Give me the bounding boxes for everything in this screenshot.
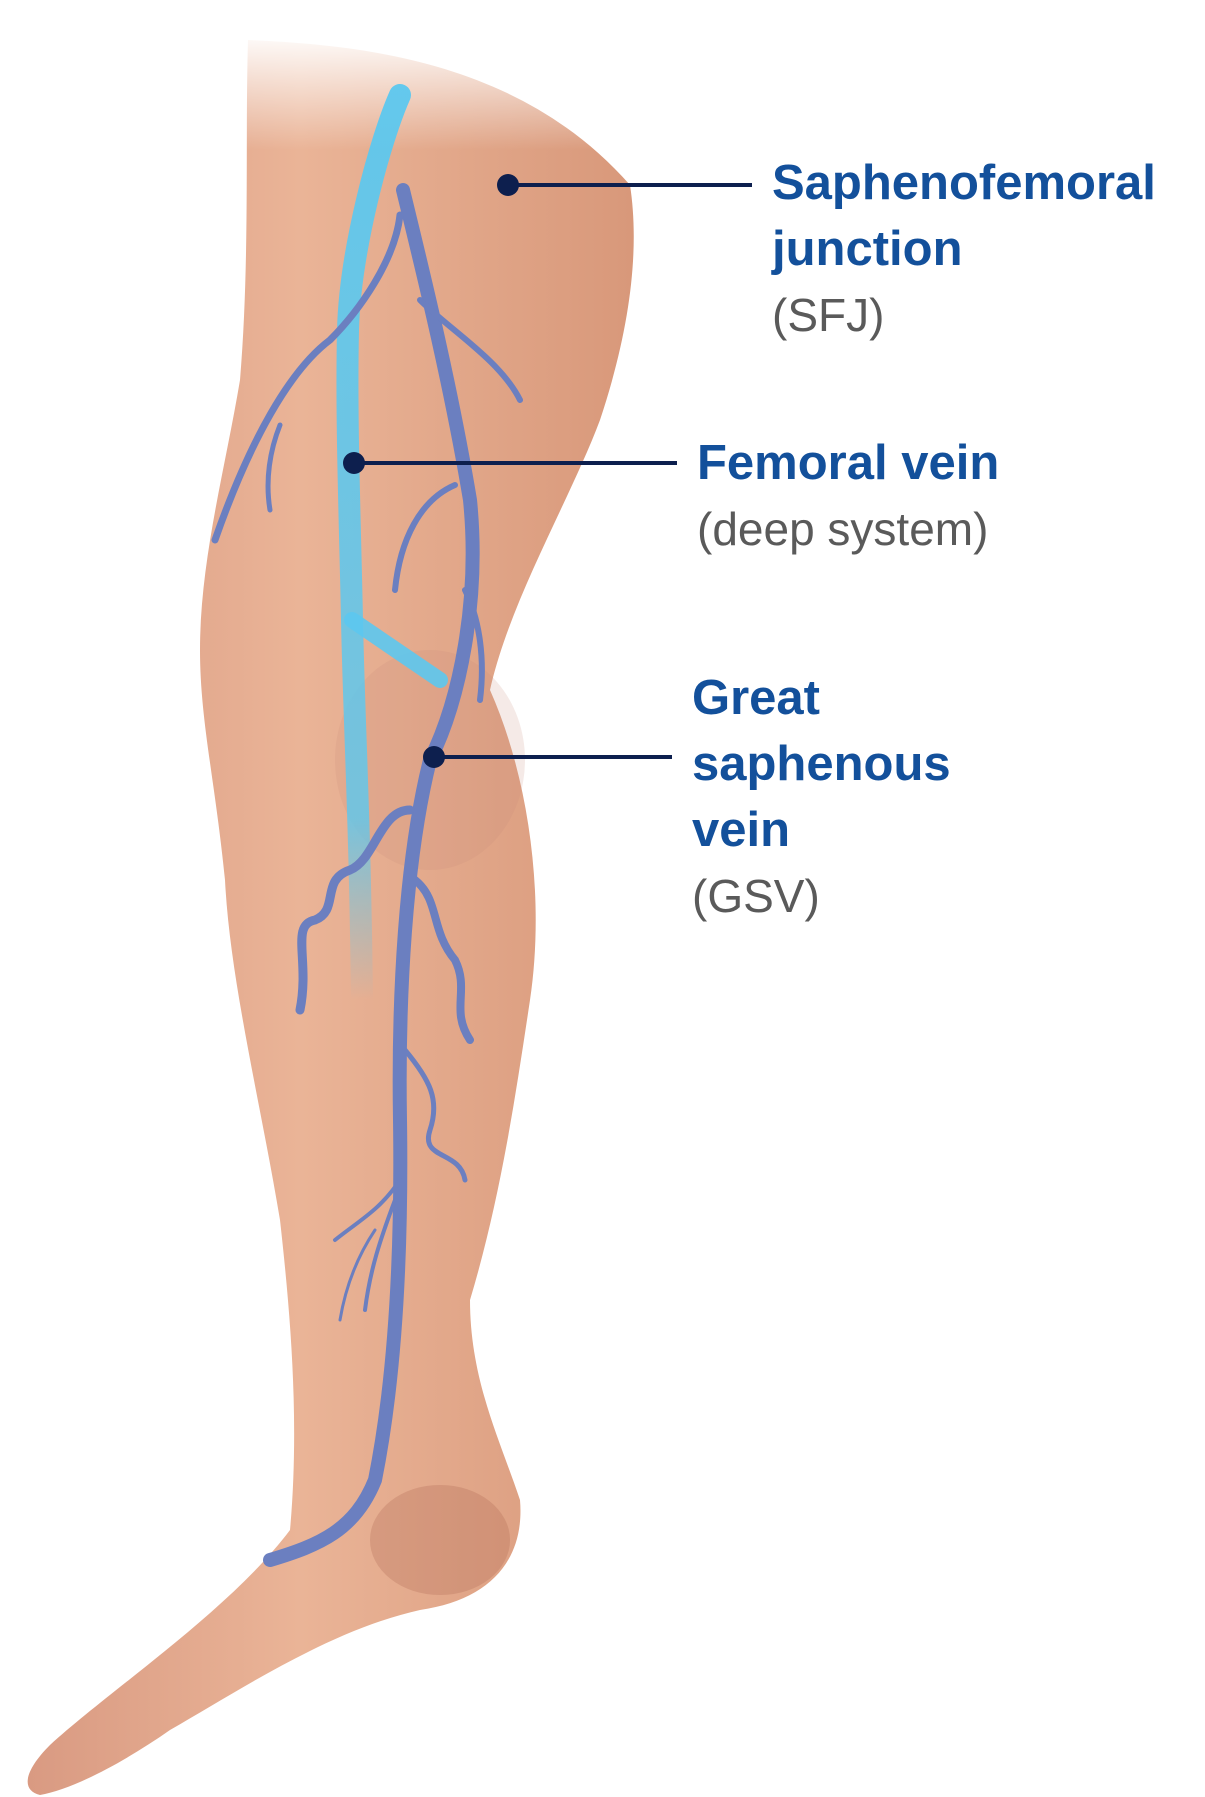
- gsv-marker: [423, 746, 445, 768]
- ankle-shading: [370, 1485, 510, 1595]
- sfj-title-line1: Saphenofemoral: [772, 150, 1156, 216]
- femoral-vein-label: Femoral vein (deep system): [697, 430, 999, 562]
- top-fade: [180, 30, 660, 150]
- gsv-title-line2: saphenous: [692, 731, 951, 797]
- gsv-abbreviation: (GSV): [692, 863, 951, 929]
- gsv-label: Great saphenous vein (GSV): [692, 665, 951, 929]
- gsv-title-line1: Great: [692, 665, 951, 731]
- gsv-title-line3: vein: [692, 797, 951, 863]
- sfj-marker: [497, 174, 519, 196]
- sfj-label: Saphenofemoral junction (SFJ): [772, 150, 1156, 348]
- femoral-title: Femoral vein: [697, 430, 999, 496]
- femoral-subtitle: (deep system): [697, 496, 999, 562]
- sfj-abbreviation: (SFJ): [772, 282, 1156, 348]
- sfj-title-line2: junction: [772, 216, 1156, 282]
- femoral-marker: [343, 452, 365, 474]
